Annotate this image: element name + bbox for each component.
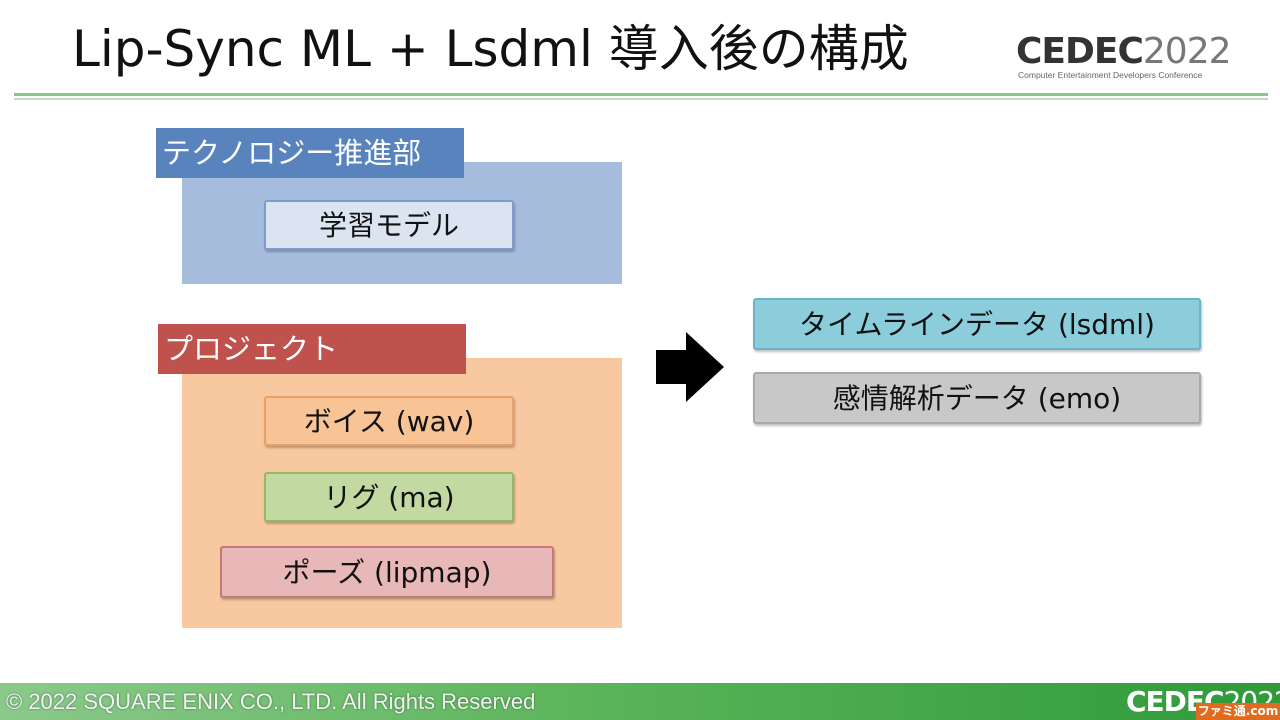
footer-bar: © 2022 SQUARE ENIX CO., LTD. All Rights … [0, 683, 1280, 720]
rig-box: リグ (ma) [264, 472, 514, 522]
timeline-data-box: タイムラインデータ (lsdml) [753, 298, 1201, 350]
cedec-logo-wordmark: CEDEC2022 [1016, 31, 1232, 72]
watermark-badge: ファミ通.com [1196, 703, 1280, 720]
pose-box: ポーズ (lipmap) [220, 546, 554, 598]
learning-model-box: 学習モデル [264, 200, 514, 250]
cedec-logo-year: 2022 [1142, 31, 1232, 72]
right-arrow-icon [656, 332, 724, 402]
project-group-label: プロジェクト [158, 324, 466, 374]
cedec-logo-name: CEDEC [1016, 31, 1144, 72]
title-divider [14, 93, 1268, 96]
emotion-analysis-box: 感情解析データ (emo) [753, 372, 1201, 424]
technology-group-label: テクノロジー推進部 [156, 128, 464, 178]
voice-box: ボイス (wav) [264, 396, 514, 446]
title-divider-secondary [14, 98, 1268, 100]
cedec-logo: CEDEC2022 Computer Entertainment Develop… [1016, 32, 1232, 82]
copyright-text: © 2022 SQUARE ENIX CO., LTD. All Rights … [6, 689, 536, 714]
slide-title: Lip-Sync ML + Lsdml 導入後の構成 [72, 20, 909, 78]
cedec-logo-subtitle: Computer Entertainment Developers Confer… [1018, 70, 1203, 80]
